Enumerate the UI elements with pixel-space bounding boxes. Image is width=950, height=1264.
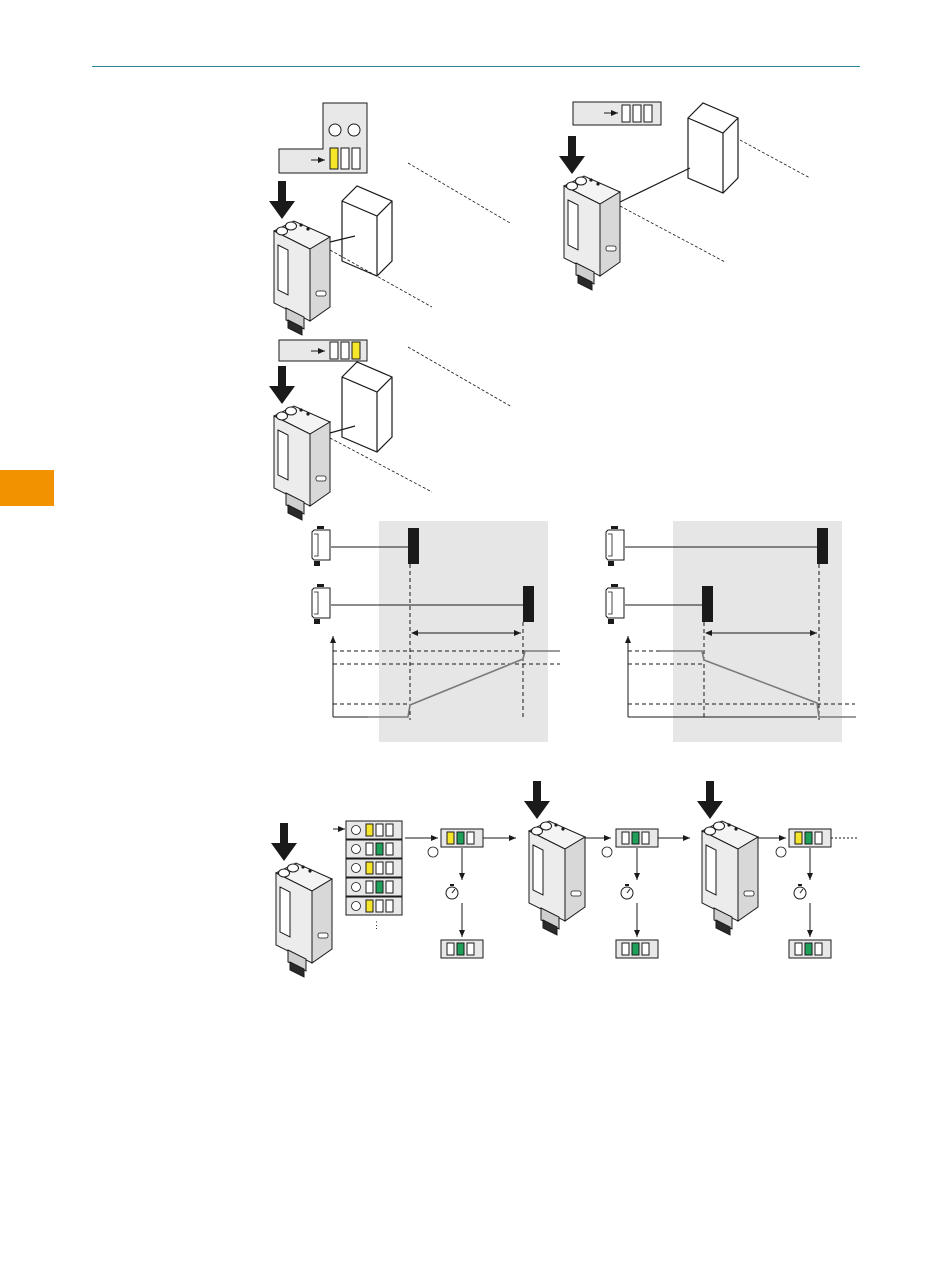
led-yellow — [795, 832, 802, 844]
led-off — [622, 832, 629, 844]
led-off — [376, 862, 383, 874]
led-off — [366, 843, 373, 855]
button-left-icon — [329, 124, 341, 136]
led-off — [467, 943, 474, 955]
led-off — [341, 148, 349, 169]
status-circle-icon — [602, 847, 612, 857]
led-off — [642, 832, 649, 844]
status-circle-icon — [428, 847, 438, 857]
continuation-dots: ⋮ — [372, 920, 381, 930]
timer-icon — [794, 884, 806, 899]
led-off — [447, 943, 454, 955]
led-yellow — [366, 900, 373, 912]
led-off — [352, 148, 360, 169]
led-yellow — [352, 342, 360, 359]
sensor-icon — [697, 781, 758, 935]
sensor-icon — [559, 136, 620, 290]
status-circle-icon — [352, 845, 361, 854]
callout-line — [408, 163, 510, 223]
teach-figure-3 — [269, 340, 512, 520]
target-object-icon — [688, 103, 738, 193]
status-circle-icon — [352, 902, 361, 911]
led-off — [386, 881, 393, 893]
led-off — [642, 943, 649, 955]
led-off — [622, 943, 629, 955]
led-yellow — [366, 824, 373, 836]
led-green — [632, 943, 639, 955]
sensor-icon — [271, 823, 332, 977]
sensor-icon — [312, 526, 330, 566]
target-object-icon — [408, 528, 419, 564]
led-off — [795, 943, 802, 955]
chapter-side-tab — [0, 470, 54, 506]
timer-icon — [621, 884, 633, 899]
target-object-icon — [342, 186, 392, 276]
status-circle-icon — [352, 883, 361, 892]
target-object-icon — [523, 586, 534, 622]
callout-line — [740, 140, 810, 178]
sensor-icon — [524, 781, 585, 935]
status-circle-icon — [352, 826, 361, 835]
target-object-icon — [342, 362, 392, 452]
led-green — [805, 943, 812, 955]
led-off — [386, 824, 393, 836]
led-row — [622, 105, 652, 122]
led-off — [386, 900, 393, 912]
led-yellow — [447, 832, 454, 844]
teach-figure-2 — [559, 102, 810, 290]
led-green — [376, 843, 383, 855]
sequence-indicators — [441, 829, 831, 958]
led-green — [457, 832, 464, 844]
light-beam — [620, 168, 690, 202]
menu-sequence: ⋮ — [271, 781, 858, 977]
led-row — [330, 342, 360, 359]
button-right-icon — [348, 124, 360, 136]
led-green — [457, 943, 464, 955]
target-object-icon — [702, 586, 713, 622]
callout-line — [620, 206, 725, 262]
led-off — [386, 862, 393, 874]
led-off — [815, 832, 822, 844]
sensor-icon — [269, 366, 330, 520]
sensor-icon — [312, 584, 330, 624]
teach-window-shade — [673, 521, 842, 742]
led-green — [632, 832, 639, 844]
timer-icon — [446, 884, 458, 899]
led-row — [330, 148, 360, 169]
timing-diagram-falling — [606, 521, 856, 742]
led-off — [644, 105, 652, 122]
led-yellow — [366, 862, 373, 874]
sensor-icon — [606, 584, 624, 624]
teach-figure-1 — [269, 103, 510, 335]
led-green — [376, 881, 383, 893]
sensor-icon — [269, 181, 330, 335]
led-off — [366, 881, 373, 893]
callout-line — [408, 347, 512, 407]
menu-list — [346, 821, 402, 915]
target-object-icon — [817, 528, 828, 564]
led-off — [815, 943, 822, 955]
status-circle-icon — [776, 847, 786, 857]
led-green — [805, 832, 812, 844]
led-off — [341, 342, 349, 359]
led-yellow — [330, 148, 338, 169]
timing-diagram-rising — [312, 521, 560, 742]
status-circle-icon — [352, 864, 361, 873]
led-off — [622, 105, 630, 122]
led-off — [376, 824, 383, 836]
led-off — [376, 900, 383, 912]
led-off — [633, 105, 641, 122]
led-off — [467, 832, 474, 844]
sensor-icon — [606, 526, 624, 566]
led-off — [330, 342, 338, 359]
led-off — [386, 843, 393, 855]
